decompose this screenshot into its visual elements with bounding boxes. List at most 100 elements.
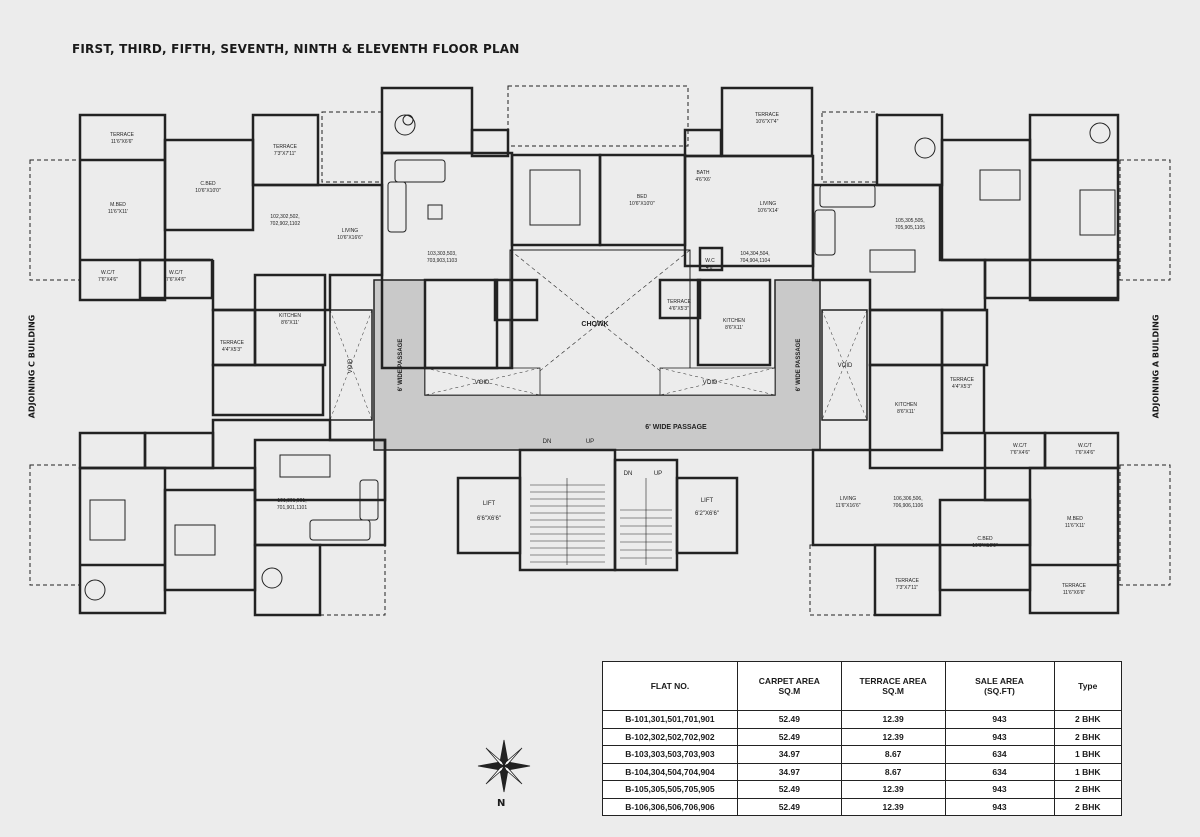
flat-number: 702,902,1102	[270, 221, 300, 227]
room-size: 10'6"X7'4"	[756, 119, 779, 125]
room-size: 7'6"X4'6"	[1075, 450, 1095, 456]
flat-number: 704,904,1104	[740, 258, 770, 264]
room-label: LIVING	[760, 201, 777, 207]
room-size: 7'3"X7'11"	[274, 151, 297, 157]
right-lift-size: 6'2"X6'6"	[695, 511, 719, 517]
room-label: LIVING	[840, 496, 857, 502]
flat-number: 103,303,503,	[427, 251, 456, 257]
room-label: TERRACE	[950, 377, 975, 383]
room-label: KITCHEN	[279, 313, 301, 319]
room-label: TERRACE	[1062, 583, 1087, 589]
room-size: 4'4"X5'3"	[222, 347, 242, 353]
room-size: 11'6"X16'6"	[835, 503, 860, 509]
table-cell: 1 BHK	[1053, 745, 1123, 764]
table-cell: 634	[944, 762, 1055, 781]
room-label: TERRACE	[667, 299, 692, 305]
table-row: B-105,305,505,705,905 52.49 12.39 943 2 …	[602, 780, 1123, 799]
table-cell: 2 BHK	[1053, 710, 1123, 729]
left-lift-size: 6'6"X6'6"	[477, 516, 501, 522]
room-size: 10'6"X10'0"	[195, 188, 221, 194]
room-size: 10'6"X16'6"	[337, 235, 363, 241]
room-label: M.BED	[110, 202, 126, 208]
column-header: CARPET AREA SQ.M	[736, 661, 842, 711]
flat-number: 106,306,506,	[893, 496, 922, 502]
table-cell: B-102,302,502,702,902	[602, 727, 738, 746]
table-cell: B-103,303,503,703,903	[602, 745, 738, 764]
room-size: 4'6"	[706, 265, 715, 271]
stair-dn-label-2: DN	[624, 471, 633, 477]
room-size: 7'3"X7'11"	[896, 585, 919, 591]
table-cell: 8.67	[840, 762, 946, 781]
room-label: TERRACE	[110, 132, 135, 138]
column-header: Type	[1053, 661, 1123, 711]
center-right-void-label: VOID	[703, 380, 718, 386]
room-size: 8'6"X11'	[281, 320, 299, 326]
table-cell: 2 BHK	[1053, 797, 1123, 816]
horizontal-passage-label: 6' WIDE PASSAGE	[645, 424, 707, 431]
table-cell: 52.49	[736, 727, 842, 746]
table-cell: B-106,306,506,706,906	[602, 797, 738, 816]
flat-number: 102,302,502,	[270, 214, 299, 220]
room-label: KITCHEN	[895, 402, 917, 408]
stair-dn-label-1: DN	[543, 439, 552, 445]
table-header-row: FLAT NO. CARPET AREA SQ.M TERRACE AREA S…	[602, 661, 1123, 711]
room-size: 7'6"X4'6"	[166, 277, 186, 283]
room-size: 11'6"X11'	[108, 209, 128, 215]
room-label: TERRACE	[220, 340, 245, 346]
room-label: W.C	[705, 258, 715, 264]
room-label: W.C/T	[1078, 443, 1092, 449]
room-label: W.C/T	[1013, 443, 1027, 449]
flat-number: 705,905,1105	[895, 225, 925, 231]
column-header: FLAT NO.	[602, 661, 738, 711]
chowk-label: CHOWK	[581, 321, 608, 328]
room-label: TERRACE	[755, 112, 780, 118]
table-cell: 52.49	[736, 780, 842, 799]
room-size: 4'4"X5'3"	[952, 384, 972, 390]
table-cell: 2 BHK	[1053, 727, 1123, 746]
table-cell: 12.39	[840, 797, 946, 816]
table-cell: 12.39	[840, 780, 946, 799]
room-size: 8'6"X11'	[725, 325, 743, 331]
room-size: 4'6"X5'3"	[669, 306, 689, 312]
stair-up-label-1: UP	[586, 439, 594, 445]
left-passage-label: 6' WIDE PASSAGE	[398, 339, 404, 392]
table-cell: B-104,304,504,704,904	[602, 762, 738, 781]
table-row: B-101,301,501,701,901 52.49 12.39 943 2 …	[602, 710, 1123, 729]
flat-area-table: FLAT NO. CARPET AREA SQ.M TERRACE AREA S…	[602, 661, 1123, 816]
floor-plan-drawing: CHOWK 6' WIDE PASSAGE 6' WIDE PASSAGE 6'…	[29, 85, 1171, 617]
room-label: W.C/T	[101, 270, 115, 276]
table-cell: 52.49	[736, 710, 842, 729]
table-cell: 34.97	[736, 745, 842, 764]
flat-number: 101,301,501,	[277, 498, 306, 504]
compass-rose-icon	[477, 739, 531, 793]
right-void-label: VOID	[838, 363, 853, 369]
flat-number: 105,305,505,	[895, 218, 924, 224]
table-row: B-104,304,504,704,904 34.97 8.67 634 1 B…	[602, 762, 1123, 781]
table-cell: B-101,301,501,701,901	[602, 710, 738, 729]
table-cell: 2 BHK	[1053, 780, 1123, 799]
column-header: SALE AREA (SQ.FT)	[944, 661, 1055, 711]
north-label: N	[497, 798, 506, 809]
column-header: TERRACE AREA SQ.M	[840, 661, 946, 711]
table-row: B-106,306,506,706,906 52.49 12.39 943 2 …	[602, 797, 1123, 816]
table-cell: 8.67	[840, 745, 946, 764]
table-row: B-102,302,502,702,902 52.49 12.39 943 2 …	[602, 727, 1123, 746]
room-size: 7'6"X4'6"	[1010, 450, 1030, 456]
table-cell: 634	[944, 745, 1055, 764]
table-cell: 943	[944, 797, 1055, 816]
left-lift-label: LIFT	[483, 501, 496, 507]
table-cell: 34.97	[736, 762, 842, 781]
room-label: TERRACE	[895, 578, 920, 584]
flat-number: 701,901,1101	[277, 505, 307, 511]
plan-title: FIRST, THIRD, FIFTH, SEVENTH, NINTH & EL…	[72, 42, 520, 56]
table-row: B-103,303,503,703,903 34.97 8.67 634 1 B…	[602, 745, 1123, 764]
room-label: BED	[637, 194, 648, 200]
center-left-void-label: VOID	[475, 380, 490, 386]
room-label: W.C/T	[169, 270, 183, 276]
table-cell: 52.49	[736, 797, 842, 816]
stair-up-label-2: UP	[654, 471, 662, 477]
left-void-label: VOID	[348, 358, 354, 373]
table-cell: B-105,305,505,705,905	[602, 780, 738, 799]
flat-number: 104,304,504,	[740, 251, 769, 257]
table-cell: 12.39	[840, 710, 946, 729]
